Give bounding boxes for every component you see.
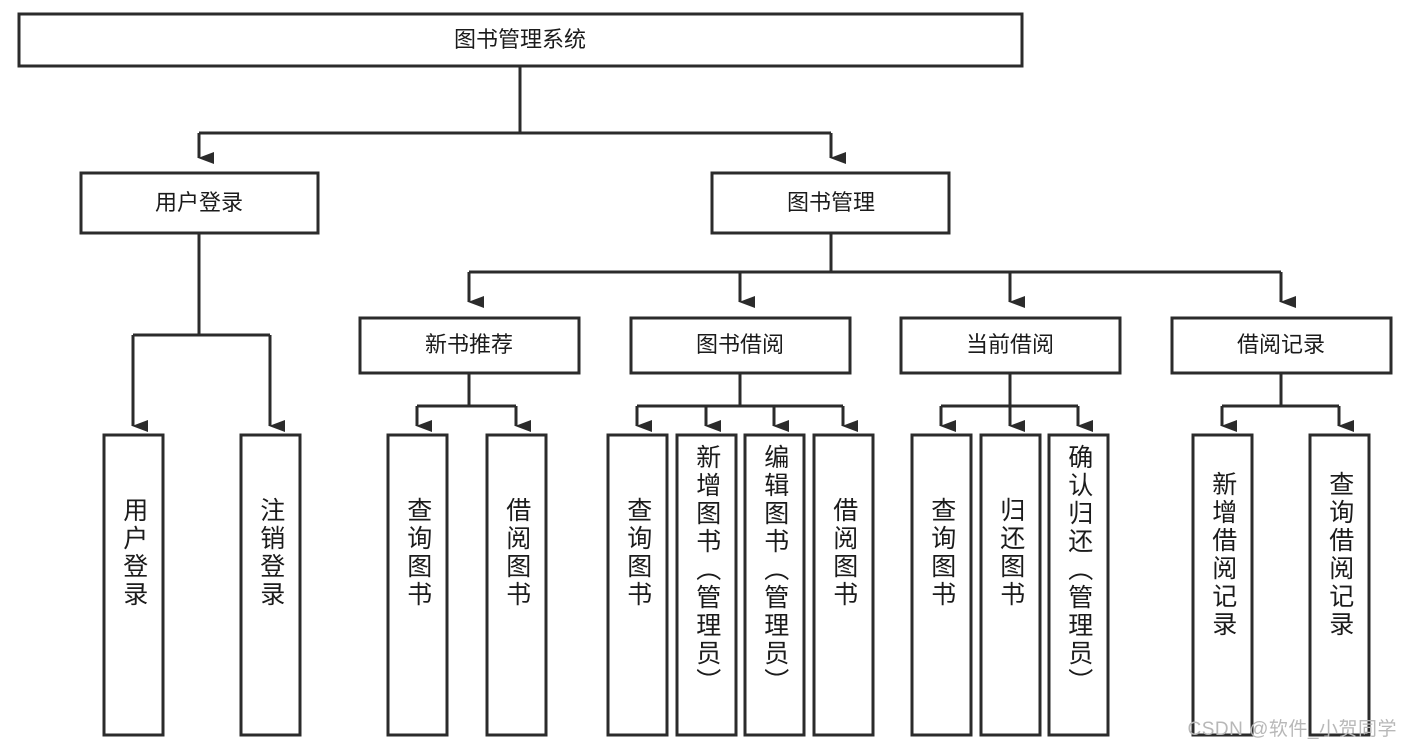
node-leaf-query-record-box[interactable] (1308, 433, 1371, 737)
node-leaf-user-logout-box[interactable] (239, 433, 302, 737)
node-leaf-borrow-book-1-box[interactable] (485, 433, 548, 737)
connector-group-new-book-rec (415, 373, 531, 432)
node-root-box[interactable] (17, 12, 1024, 68)
node-user-login-label: 用户登录 (155, 190, 243, 215)
node-current-borrow-box[interactable] (899, 316, 1122, 375)
node-user-login-box[interactable] (79, 171, 320, 235)
node-leaf-confirm-return-box[interactable] (1047, 433, 1110, 737)
connector-group-current-borrow (939, 373, 1093, 432)
node-book-manage[interactable]: 图书管理 (710, 171, 951, 235)
connector-group-user-login (131, 233, 285, 432)
node-leaf-borrow-book-2-box[interactable] (812, 433, 875, 737)
node-user-login[interactable]: 用户登录 (79, 171, 320, 235)
node-leaf-query-book-3-box[interactable] (910, 433, 973, 737)
node-book-borrow-box[interactable] (629, 316, 852, 375)
node-borrow-record-label: 借阅记录 (1237, 332, 1325, 357)
node-leaf-query-book-1-box[interactable] (386, 433, 449, 737)
node-book-borrow-label: 图书借阅 (696, 332, 784, 357)
node-new-book-rec-box[interactable] (358, 316, 581, 375)
csdn-watermark: CSDN @软件_小贺同学 (1187, 719, 1397, 740)
node-book-manage-label: 图书管理 (787, 190, 875, 215)
leaf-box-group (102, 433, 1371, 737)
node-root[interactable]: 图书管理系统 (17, 12, 1024, 68)
node-new-book-rec[interactable]: 新书推荐 (358, 316, 581, 375)
node-book-manage-box[interactable] (710, 171, 951, 235)
node-new-book-rec-label: 新书推荐 (425, 332, 513, 357)
node-book-borrow[interactable]: 图书借阅 (629, 316, 852, 375)
node-borrow-record-box[interactable] (1170, 316, 1393, 375)
connector-group-book-borrow (635, 373, 858, 432)
connector-group-borrow-record (1220, 373, 1354, 432)
node-leaf-user-login-box[interactable] (102, 433, 165, 737)
node-leaf-query-book-2-box[interactable] (606, 433, 669, 737)
node-leaf-edit-book-box[interactable] (743, 433, 806, 737)
node-current-borrow-label: 当前借阅 (966, 332, 1054, 357)
connector-group-root (197, 66, 846, 164)
node-leaf-return-book-box[interactable] (979, 433, 1042, 737)
node-borrow-record[interactable]: 借阅记录 (1170, 316, 1393, 375)
node-leaf-add-record-box[interactable] (1191, 433, 1254, 737)
node-current-borrow[interactable]: 当前借阅 (899, 316, 1122, 375)
node-root-label: 图书管理系统 (454, 27, 586, 52)
connector-group-book-manage (467, 233, 1296, 308)
node-leaf-add-book-box[interactable] (675, 433, 738, 737)
